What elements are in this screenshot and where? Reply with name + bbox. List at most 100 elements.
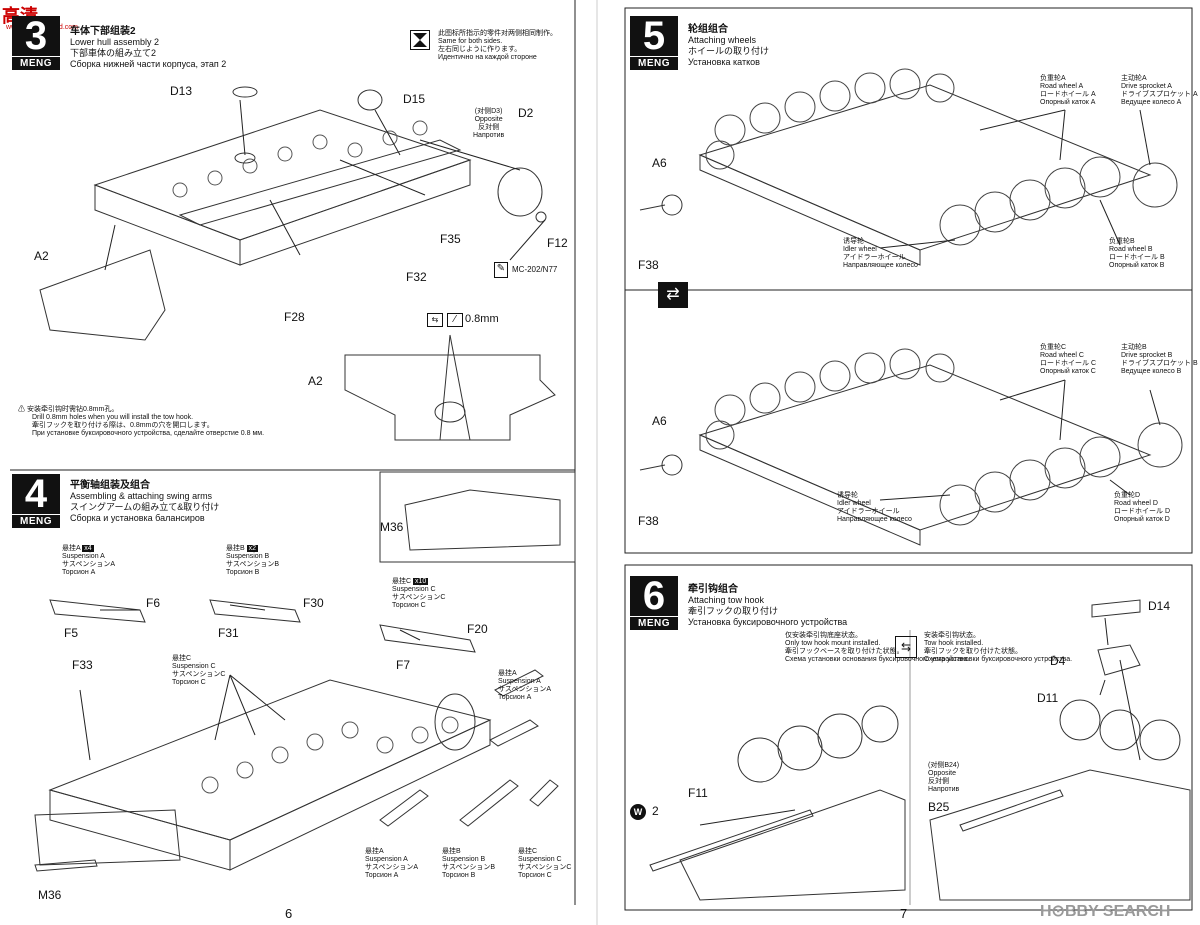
mount-only-note: 仅安装牵引钩底座状态。 Only tow hook mount installe… (785, 632, 969, 664)
step5-top-drawing (639, 68, 1178, 266)
step5-bottom-drawing (639, 348, 1183, 546)
suspension-c-count: 悬挂C x10 Suspension C サスペンションC Торсион C (392, 578, 445, 610)
dsb-en: Drive sprocket B (1121, 352, 1173, 359)
susp-c-jp: サスペンションC (392, 594, 446, 601)
susp-b-jp: サスペンションB (226, 561, 280, 568)
road-wheel-d-label: 负重轮D Road wheel D ロードホイール D Опорный като… (1114, 492, 1170, 524)
same-both-ru: Идентично на каждой стороне (438, 54, 537, 61)
rwa-jp: ロードホイール A (1040, 91, 1096, 98)
step6-brand: MENG (630, 616, 678, 630)
opposite-d3-ru: Напротив (473, 132, 505, 139)
part-d15: D15 (403, 92, 426, 106)
dsa-ru: Ведущее колесо A (1121, 99, 1182, 106)
suspension-b-label-bottom: 悬挂B Suspension B サスペンションB Торсион B (442, 848, 495, 880)
step4-leader-lines (79, 604, 421, 761)
paint-brush-icon: ✎ (494, 262, 508, 278)
susp-a-jp: サスペンションA (62, 561, 116, 568)
drill-cn: 安装牵引钩时需钻0.8mm孔。 (26, 406, 119, 413)
dsa-en: Drive sprocket A (1121, 83, 1172, 90)
rwb-jp: ロードホイール B (1109, 254, 1165, 261)
opposite-d3-cn: (对侧D3) (474, 108, 503, 115)
part-b25: B25 (928, 800, 950, 814)
part-f20: F20 (467, 622, 488, 636)
part-f33: F33 (72, 658, 93, 672)
susp-c-bot-jp: サスペンションC (518, 864, 572, 871)
susp-c-label-ru: Торсион C (172, 679, 206, 686)
dsb-ru: Ведущее колесо B (1121, 368, 1182, 375)
step5-brand: MENG (630, 56, 678, 70)
step6-drawing (649, 599, 1191, 901)
step3-hull-drawing (39, 86, 556, 441)
step5-title-jp: ホイールの取り付け (688, 46, 770, 56)
hook-installed-cn: 安装牵引钩状态。 (924, 632, 980, 639)
step3-leader-lines (104, 99, 546, 271)
susp-b-cn: 悬挂B (226, 545, 245, 552)
step3-title-ru: Сборка нижней части корпуса, этап 2 (70, 59, 227, 69)
step6-number: 6 (642, 574, 666, 618)
susp-c-en: Suspension C (392, 586, 436, 593)
step6-leader-lines (699, 617, 1141, 826)
drive-sprocket-b-label: 主动轮B Drive sprocket B ドライブスプロケット B Ведущ… (1121, 344, 1198, 376)
susp-a-top-ru: Торсион A (498, 694, 532, 701)
mount-only-ru: Схема установки основания буксировочного… (785, 656, 970, 663)
rwa-cn: 负重轮A (1040, 75, 1066, 82)
wire-count: 2 (652, 804, 659, 818)
dsb-cn: 主动轮B (1121, 344, 1147, 351)
part-f5: F5 (64, 626, 79, 640)
idl-top-cn: 诱导轮 (843, 238, 864, 245)
idl-bot-ru: Направляющее колесо (837, 516, 912, 523)
warning-icon: ⚠ (18, 406, 27, 413)
step4-brand: MENG (12, 514, 60, 528)
part-m36-inset: M36 (380, 520, 404, 534)
part-a2-detail: A2 (308, 374, 323, 388)
opposite-b24-en: Opposite (928, 770, 957, 777)
opposite-b24-cn: (对侧B24) (928, 762, 960, 769)
drive-sprocket-a-label: 主动轮A Drive sprocket A ドライブスプロケット A Ведущ… (1121, 75, 1198, 107)
part-d2: D2 (518, 106, 534, 120)
susp-b-bot-jp: サスペンションB (442, 864, 496, 871)
step4-title-en: Assembling & attaching swing arms (70, 491, 213, 501)
idl-top-en: Idler wheel (843, 246, 877, 253)
susp-a-bot-ru: Торсион A (365, 872, 399, 879)
susp-b-bot-ru: Торсион B (442, 872, 476, 879)
step5-leader-lines (879, 109, 1161, 501)
idl-bot-jp: アイドラーホイール (837, 508, 900, 515)
idl-top-ru: Направляющее колесо (843, 262, 918, 269)
part-f31: F31 (218, 626, 239, 640)
rwa-ru: Опорный каток A (1040, 99, 1096, 106)
idl-top-jp: アイドラーホイール (843, 254, 906, 261)
step5-title-cn: 轮组组合 (688, 24, 728, 35)
susp-a-bot-cn: 悬挂A (365, 848, 384, 855)
part-d13: D13 (170, 84, 193, 98)
paint-code: MC-202/N77 (512, 265, 558, 274)
step4-title: 平衡轴组装及组合 Assembling & attaching swing ar… (70, 480, 219, 524)
mount-only-en: Only tow hook mount installed. (785, 640, 881, 647)
part-a6-bottom: A6 (652, 414, 667, 428)
part-f32: F32 (406, 270, 427, 284)
susp-c-count: x10 (413, 578, 429, 585)
step5-badge: 5 MENG (630, 16, 678, 70)
susp-c-label-cn: 悬挂C (172, 655, 192, 662)
susp-c-ru: Торсион C (392, 602, 426, 609)
rwc-en: Road wheel C (1040, 352, 1084, 359)
part-a2: A2 (34, 249, 49, 263)
part-f7: F7 (396, 658, 411, 672)
step6-badge: 6 MENG (630, 576, 678, 630)
susp-a-bot-en: Suspension A (365, 856, 408, 863)
hobby-search-watermark: H⊙BBY SEARCH (1040, 903, 1171, 920)
suspension-c-label-bottom: 悬挂C Suspension C サスペンションC Торсион C (518, 848, 571, 880)
idl-bot-cn: 诱导轮 (837, 492, 858, 499)
rwc-cn: 负重轮C (1040, 344, 1067, 351)
drill-en: Drill 0.8mm holes when you will install … (32, 414, 194, 421)
step5-title-ru: Установка катков (688, 57, 760, 67)
road-wheel-a-label: 负重轮A Road wheel A ロードホイール A Опорный като… (1040, 75, 1096, 107)
rwd-ru: Опорный каток D (1114, 516, 1170, 523)
page-number-left: 6 (285, 906, 293, 921)
opposite-b24-note: (对侧B24) Opposite 反対側 Напротив (928, 762, 959, 794)
step4-hull-drawing (34, 471, 576, 872)
susp-c-cn: 悬挂C (392, 578, 412, 585)
suspension-a-label-bottom: 悬挂A Suspension A サスペンションA Торсион A (365, 848, 418, 880)
idl-bot-en: Idler wheel (837, 500, 871, 507)
susp-c-label-en: Suspension C (172, 663, 216, 670)
